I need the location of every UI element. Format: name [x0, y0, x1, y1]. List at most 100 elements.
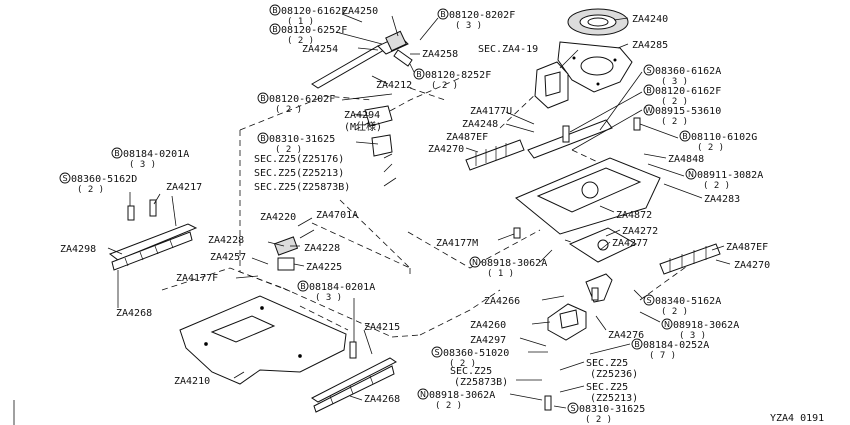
part-number: 08915-53610: [655, 106, 721, 117]
part-number: SEC.Z25(Z25213): [254, 168, 344, 179]
prefix-letter: S: [434, 348, 439, 357]
part-number: ZA4254: [302, 44, 338, 55]
prefix-circle-icon: [643, 104, 655, 116]
part-quantity: ( 2 ): [697, 143, 724, 153]
part-quantity: ( 3 ): [315, 293, 342, 303]
part-number: 08184-0201A: [309, 282, 375, 293]
part-number: ZA4701A: [316, 210, 358, 221]
part-number: ZA4228: [208, 235, 244, 246]
part-number: 08120-6252F: [281, 25, 347, 36]
part-quantity: ( 2 ): [661, 97, 688, 107]
part-quantity: ( 2 ): [275, 105, 302, 115]
callout-sec236: SEC.Z25(Z25236): [586, 358, 638, 380]
connector-strip-left: [465, 139, 525, 171]
part-number: ZA4276: [608, 330, 644, 341]
part-number: 08120-6162F: [655, 86, 721, 97]
prefix-letter: B: [272, 25, 278, 34]
mechanism-bracket: [547, 303, 587, 341]
callout-za4254: ZA4254: [302, 44, 338, 55]
prefix-letter: B: [260, 134, 266, 143]
prefix-circle-icon: [431, 346, 443, 358]
part-number: 08918-3062A: [673, 320, 739, 331]
callout-za4270b: ZA4270: [734, 260, 770, 271]
lower-plate: [568, 227, 638, 263]
callout-za4297: ZA4297: [470, 335, 506, 346]
callout-mspec: (M仕様): [344, 120, 382, 133]
callout-za4228b: ZA4228: [304, 243, 340, 254]
prefix-letter: B: [272, 6, 278, 15]
slide-rod: [311, 30, 413, 89]
bracket-top: [534, 61, 569, 109]
prefix-letter: N: [664, 320, 670, 329]
part-number: 08360-5162D: [71, 174, 137, 185]
part-number: ZA4848: [668, 154, 704, 165]
part-number: 08310-31625: [579, 404, 645, 415]
callout-za4276: ZA4276: [608, 330, 644, 341]
callout-za4240: ZA4240: [632, 14, 668, 25]
prefix-circle-icon: [643, 84, 655, 96]
callout-sec176: SEC.Z25(Z25176): [254, 154, 344, 165]
part-number: ZA4177F: [176, 273, 218, 284]
part-number: ZA4258: [422, 49, 458, 60]
callout-seczaa: SEC.ZA4-19: [478, 44, 538, 55]
part-number: ZA4240: [632, 14, 668, 25]
ring-part: [567, 8, 629, 36]
part-number: ZA4177U: [470, 106, 512, 117]
callout-za4210: ZA4210: [174, 376, 210, 387]
bracket-za4294: [364, 105, 393, 127]
part-number: 08360-51020: [443, 348, 509, 359]
part-number: ZA4298: [60, 244, 96, 255]
prefix-letter: B: [440, 10, 446, 19]
diagram-code: YZA4 0191: [770, 413, 824, 424]
part-number: ZA4212: [376, 80, 412, 91]
prefix-circle-icon: [643, 64, 655, 76]
callout-za4283: ZA4283: [704, 194, 740, 205]
callout-za4177f: ZA4177F: [176, 273, 218, 284]
part-number: 08184-0201A: [123, 149, 189, 160]
part-quantity: ( 3 ): [661, 77, 688, 87]
part-number: SEC.Z25: [450, 366, 492, 377]
callout-za4212: ZA4212: [376, 80, 412, 91]
part-number: 08120-6202F: [269, 94, 335, 105]
callout-za4268b: ZA4268: [364, 394, 400, 405]
callout-sec873b: SEC.Z25(Z25873B): [450, 366, 508, 388]
part-number: ZA4294: [344, 110, 380, 121]
section-reference: (Z25236): [590, 369, 638, 380]
part-number: ZA4285: [632, 40, 668, 51]
bolts: [127, 117, 641, 411]
callout-za4272: ZA4272: [622, 226, 658, 237]
prefix-letter: B: [300, 282, 306, 291]
part-number: 08110-6102G: [691, 132, 757, 143]
callout-za4260: ZA4260: [470, 320, 506, 331]
part-number: ZA487EF: [726, 242, 768, 253]
part-number: SEC.ZA4-19: [478, 44, 538, 55]
callout-za4270a: ZA4270: [428, 144, 464, 155]
part-number: ZA4225: [306, 262, 342, 273]
part-number: ZA4250: [342, 6, 378, 17]
prefix-letter: W: [645, 106, 653, 115]
disc-plate: [557, 41, 633, 93]
callout-za4228a: ZA4228: [208, 235, 244, 246]
prefix-circle-icon: [661, 318, 673, 330]
prefix-circle-icon: [567, 402, 579, 414]
prefix-circle-icon: [679, 130, 691, 142]
part-quantity: ( 2 ): [661, 307, 688, 317]
callout-za4701a: ZA4701A: [316, 210, 358, 221]
prefix-letter: B: [114, 149, 120, 158]
part-number: 08120-8202F: [449, 10, 515, 21]
part-number: SEC.Z25(Z25176): [254, 154, 344, 165]
prefix-circle-icon: [269, 23, 281, 35]
